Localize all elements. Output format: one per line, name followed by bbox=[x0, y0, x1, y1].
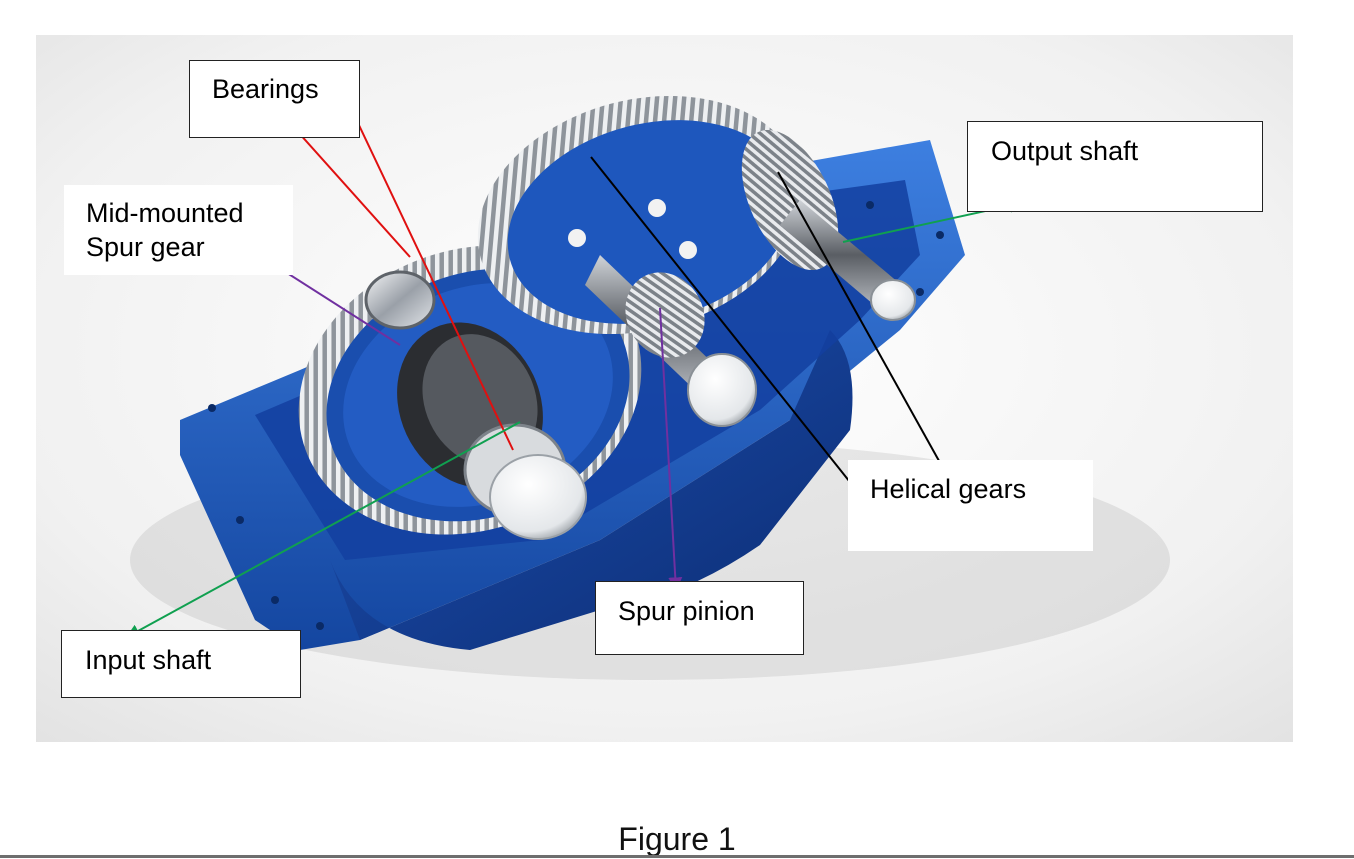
label-bearings: Bearings bbox=[189, 60, 360, 138]
label-mid-mounted-line2: Spur gear bbox=[86, 232, 205, 262]
output-shaft-part bbox=[780, 200, 916, 321]
figure-caption: Figure 1 bbox=[618, 821, 736, 857]
label-mid-mounted-line1: Mid-mounted bbox=[86, 198, 244, 228]
label-input-shaft: Input shaft bbox=[61, 630, 301, 698]
label-output-shaft: Output shaft bbox=[967, 121, 1263, 212]
spur-pinion-part bbox=[585, 255, 757, 427]
label-spur-pinion: Spur pinion bbox=[595, 581, 804, 655]
label-helical-gears-text: Helical gears bbox=[870, 474, 1027, 504]
input-shaft-arrow bbox=[125, 421, 521, 638]
input-shaft-hub bbox=[364, 270, 587, 540]
bearings-arrow-right bbox=[347, 100, 514, 451]
helical-arrow-small bbox=[777, 171, 949, 479]
spur-pinion-arrow bbox=[659, 307, 683, 592]
label-bearings-text: Bearings bbox=[212, 74, 319, 104]
bottom-divider bbox=[0, 855, 1354, 858]
label-helical-gears: Helical gears bbox=[848, 460, 1093, 551]
label-spur-pinion-text: Spur pinion bbox=[618, 596, 755, 626]
label-output-shaft-text: Output shaft bbox=[991, 136, 1139, 166]
large-helical-gear bbox=[477, 95, 803, 335]
helical-arrow-large bbox=[590, 156, 878, 518]
label-mid-mounted-spur-gear: Mid-mounted Spur gear bbox=[64, 185, 293, 275]
label-input-shaft-text: Input shaft bbox=[85, 645, 212, 675]
